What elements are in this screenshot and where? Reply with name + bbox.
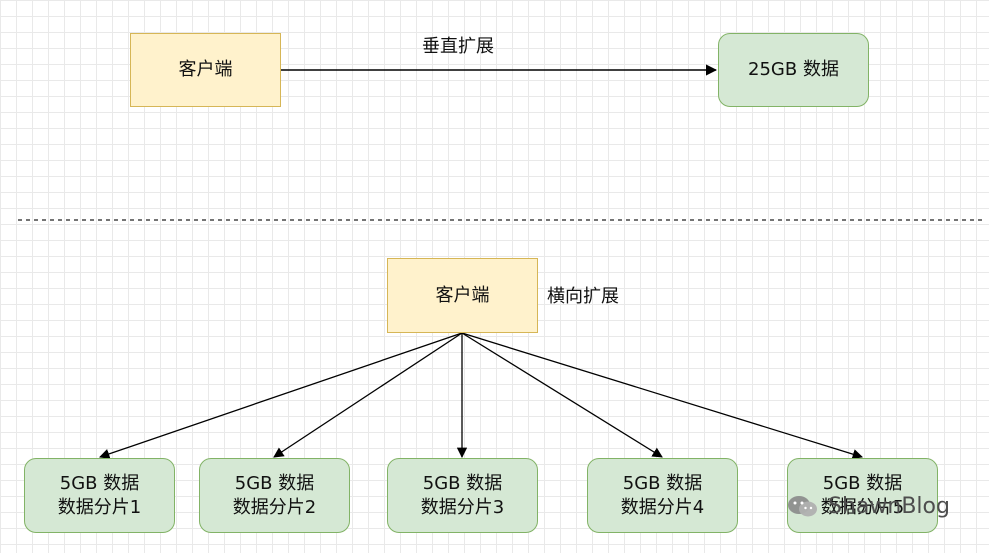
vertical-scaling-label: 垂直扩展 xyxy=(422,36,494,57)
shard-arrow-1 xyxy=(99,332,463,459)
shard-arrow-4 xyxy=(461,332,663,458)
watermark-text: ShawnBlog xyxy=(828,494,950,519)
shard-name-label: 数据分片1 xyxy=(57,496,142,518)
shard-size-label: 5GB 数据 xyxy=(822,472,903,494)
shard-node-5: 5GB 数据 数据分片5 xyxy=(787,458,938,533)
shard-name-label: 数据分片4 xyxy=(620,496,705,518)
vertical-data-label: 25GB 数据 xyxy=(748,59,839,80)
shard-name-label: 数据分片3 xyxy=(420,496,505,518)
horizontal-client-label: 客户端 xyxy=(435,284,490,306)
shard-name-label: 数据分片2 xyxy=(232,496,317,518)
shard-size-label: 5GB 数据 xyxy=(422,472,503,494)
shard-node-2: 5GB 数据 数据分片2 xyxy=(199,458,350,533)
shard-node-1: 5GB 数据 数据分片1 xyxy=(24,458,175,533)
shard-arrow-5 xyxy=(461,332,863,460)
shard-node-3: 5GB 数据 数据分片3 xyxy=(387,458,538,533)
horizontal-client-node: 客户端 xyxy=(387,258,538,333)
shard-arrow-2 xyxy=(273,332,463,458)
horizontal-scaling-label: 横向扩展 xyxy=(547,286,619,307)
shard-size-label: 5GB 数据 xyxy=(59,472,140,494)
wechat-icon xyxy=(788,496,817,517)
watermark: ShawnBlog xyxy=(786,490,976,524)
vertical-client-label: 客户端 xyxy=(178,59,233,80)
shard-node-4: 5GB 数据 数据分片4 xyxy=(587,458,738,533)
vertical-client-node: 客户端 xyxy=(130,33,281,107)
shard-size-label: 5GB 数据 xyxy=(622,472,703,494)
shard-name-label: 数据分片5 xyxy=(820,496,905,518)
vertical-data-node: 25GB 数据 xyxy=(718,33,869,107)
shard-size-label: 5GB 数据 xyxy=(234,472,315,494)
